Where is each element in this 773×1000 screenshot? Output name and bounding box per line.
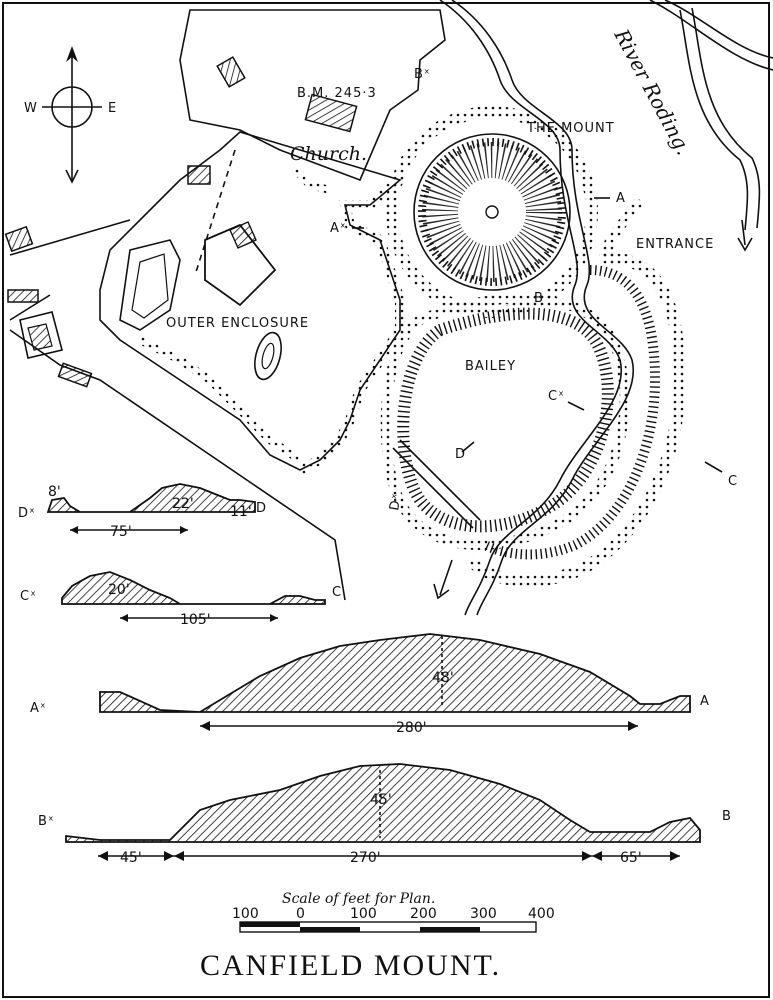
scale-bar: Scale of feet for Plan. 100 0 100 200 30…	[232, 891, 555, 933]
section-b-span-right: 65'	[620, 850, 642, 866]
the-mount	[386, 106, 598, 318]
marker-d-x: Dˣ	[387, 492, 405, 512]
marker-d: D	[455, 447, 466, 462]
section-a-right: A	[700, 694, 710, 709]
section-a-span: 280'	[396, 720, 427, 736]
section-c-left: Cˣ	[20, 589, 37, 604]
marker-c-x: Cˣ	[548, 389, 565, 404]
section-a-height: 48'	[432, 670, 454, 686]
marker-a: A	[616, 191, 626, 206]
section-d-left: Dˣ	[18, 506, 36, 521]
scale-tick-2: 0	[296, 906, 305, 922]
section-b-left: Bˣ	[38, 814, 55, 829]
section-d-height-1: 8'	[48, 484, 61, 500]
benchmark-label: B.M. 245·3	[297, 86, 377, 101]
compass-rose: W E	[24, 46, 117, 184]
section-c-profile: Cˣ C 20' 105'	[20, 571, 342, 628]
marker-a-x: Aˣ	[330, 221, 347, 236]
outer-enclosure	[9, 131, 405, 601]
marker-b-x: Bˣ	[414, 67, 431, 82]
scale-caption: Scale of feet for Plan.	[282, 891, 435, 907]
scale-tick-5: 300	[470, 906, 497, 922]
compass-east-label: E	[108, 101, 117, 116]
section-a-profile: Aˣ A 48' 280'	[30, 633, 710, 736]
entrance-label: ENTRANCE	[636, 237, 714, 252]
section-b-span-middle: 270'	[350, 850, 381, 866]
section-a-left: Aˣ	[30, 701, 47, 716]
section-d-height-2: 22'	[172, 496, 194, 512]
mount-label: THE MOUNT	[526, 121, 615, 136]
section-b-profile: Bˣ B 45' 45' 270' 65'	[38, 763, 732, 866]
section-b-span-left: 45'	[120, 850, 142, 866]
scale-tick-1: 100	[232, 906, 259, 922]
compass-west-label: W	[24, 101, 38, 116]
section-d-height-3: 11'	[230, 504, 252, 520]
marker-b: B	[534, 291, 544, 306]
map-title: CANFIELD MOUNT.	[200, 949, 501, 982]
scale-tick-4: 200	[410, 906, 437, 922]
section-d-profile: Dˣ D 8' 22' 11' 75'	[18, 483, 267, 540]
section-d-right: D	[256, 501, 267, 516]
bailey	[380, 197, 687, 587]
section-b-height: 45'	[370, 792, 392, 808]
outer-enclosure-label: OUTER ENCLOSURE	[166, 316, 309, 331]
church-label: Church.	[290, 143, 367, 165]
scale-tick-3: 100	[350, 906, 377, 922]
bailey-label: BAILEY	[465, 359, 516, 374]
section-b-right: B	[722, 809, 732, 824]
section-c-span: 105'	[180, 612, 211, 628]
section-d-span: 75'	[110, 524, 132, 540]
section-c-right: C	[332, 585, 342, 600]
section-c-height: 20'	[108, 582, 130, 598]
village-buildings	[4, 9, 446, 388]
marker-c: C	[728, 474, 738, 489]
scale-tick-6: 400	[528, 906, 555, 922]
river-label: River Roding.	[609, 24, 696, 159]
